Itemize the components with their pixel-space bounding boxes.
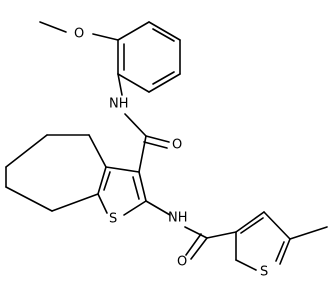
bond-carbonyl-lower-o-2 [185,233,202,256]
bond-c2-nh [145,200,171,216]
bond-carbonyl-thiophene [138,135,147,173]
bond-th2-double-1 [240,217,264,234]
bond-th2-double-2 [275,241,285,262]
bond-cy-f [51,193,99,212]
bond-thiophene-methyl [289,226,328,240]
atom-label-amide-nh-upper: NH [109,97,129,112]
bond-ring1-b [148,21,181,41]
bond-ring1-double-2 [152,71,175,85]
bond-ring1-e [117,73,150,93]
bond-ring1-d [148,73,181,93]
atom-label-methoxy-oxygen: O [74,27,84,42]
bond-carbonyl-o-1 [145,135,170,143]
bond-carbonyl-lower-thiophene [206,231,237,239]
methylthiophene-ring [235,211,291,271]
atom-label-amide-oxygen-lower: O [177,255,187,270]
atom-label-amide-nh-lower: NH [168,211,188,226]
bond-ring1-a [117,21,150,41]
methoxyphenyl-ring [117,21,181,93]
bond-carbonyl-o-2 [143,141,168,149]
bond-th2-c [279,238,291,265]
cyclohexene-ring [5,134,107,212]
bond-aryl-nh [117,73,123,96]
bond-nh-carbonyl [124,113,147,137]
bond-carbonyl-lower-o-1 [190,237,208,260]
atom-label-thiophene-sulfur-fused: S [109,212,117,227]
fused-thiophene-ring [97,166,147,216]
bond-methyl-o [39,21,67,33]
atom-label-amide-oxygen-upper: O [172,138,182,153]
bond-th1-c2-s [123,200,147,216]
bond-th2-a [235,211,265,233]
bond-th1-c3a-c3 [105,166,140,173]
bond-th2-b [263,211,291,240]
bond-th1-double-1 [132,176,140,200]
bond-th1-c7a-c3a [97,166,107,195]
bond-th1-double-2 [103,171,111,191]
bond-ring1-double-1 [152,28,175,42]
bond-o-aryl [92,33,119,41]
bond-cy-a [88,134,107,168]
bond-cy-e [5,186,53,212]
bond-th2-d [235,259,257,271]
bond-th1-c3-c2 [138,171,147,202]
bond-cy-c [5,134,48,168]
bond-th1-s-c7a [97,193,108,214]
atom-label-thiophene-sulfur-methyl: S [260,265,268,280]
bond-nh-carbonyl-lower [184,226,208,239]
